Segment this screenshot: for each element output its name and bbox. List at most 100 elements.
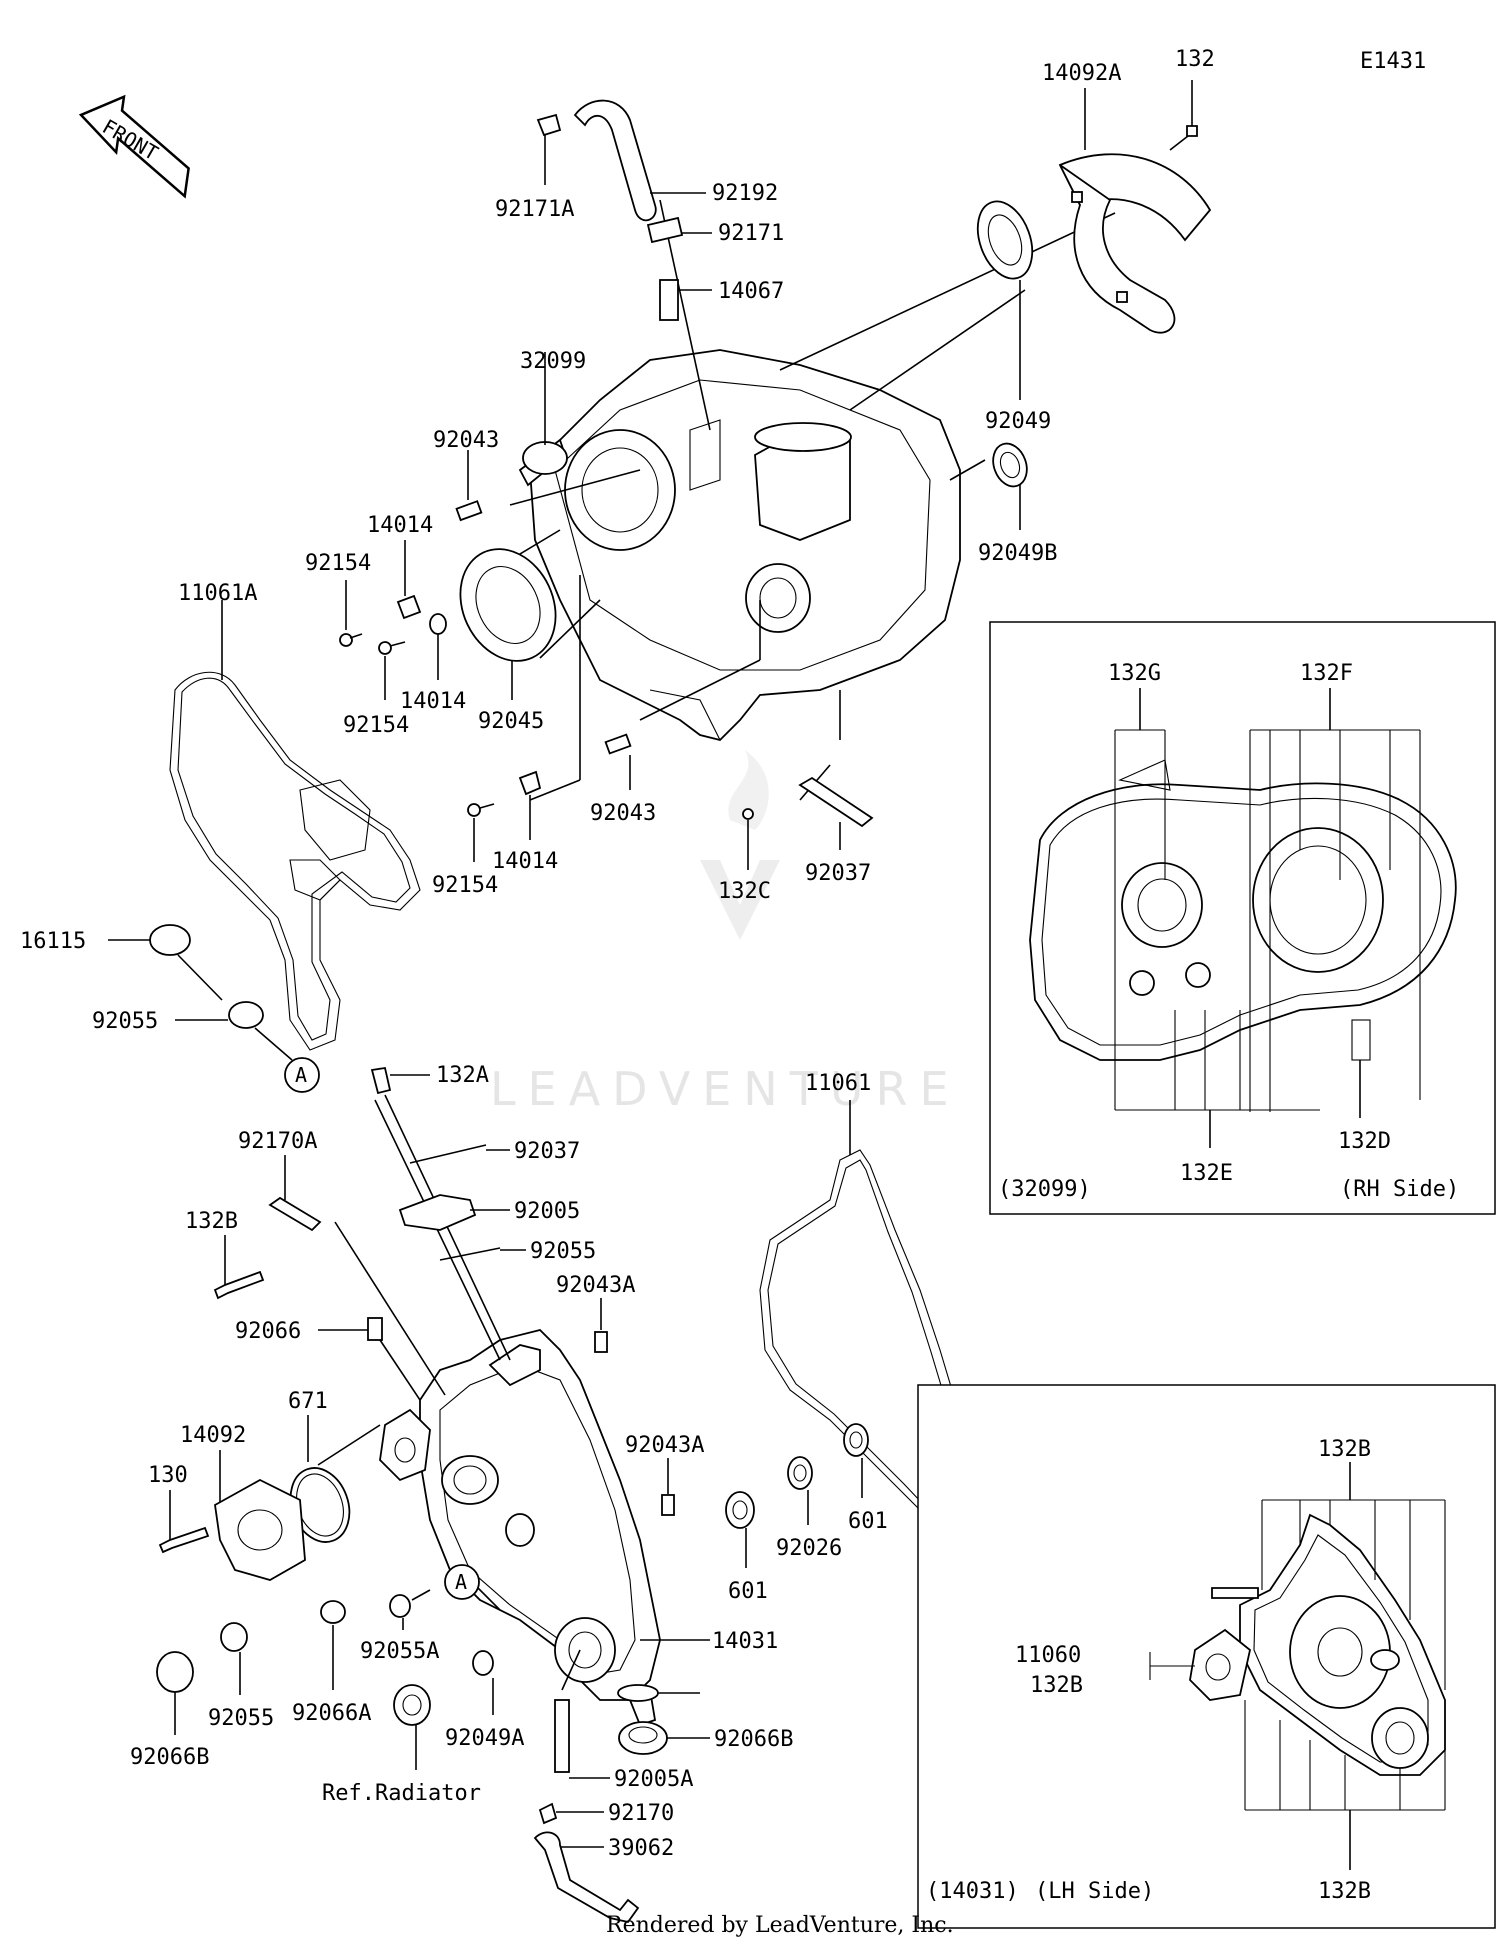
fitting-ref-radiator [393,1684,431,1770]
bearing-92045 [459,548,557,700]
label-92170: 92170 [608,1801,674,1826]
label-14014-b: 14014 [400,689,466,714]
bearing-601-b [843,1423,869,1498]
label-92154-a: 92154 [305,551,371,576]
inset-rh-ref: (32099) [998,1177,1091,1202]
guard-plate-14092A [1058,88,1212,334]
front-arrow-icon: FRONT [78,94,190,199]
watermark-logo: LEADVENTURE [490,750,961,1116]
label-92049B: 92049B [978,541,1057,566]
label-92037-mid: 92037 [514,1139,580,1164]
plug-92066A [320,1600,346,1690]
label-132A: 132A [436,1063,489,1088]
label-39062: 39062 [608,1836,674,1861]
cap-14092 [214,1450,306,1581]
bolt-132 [1169,80,1198,151]
label-11061: 11061 [805,1071,871,1096]
label-92066B-left: 92066B [130,1745,209,1770]
bushing-92026 [787,1456,813,1525]
breather-hose-92192 [536,99,712,321]
label-92049A: 92049A [445,1726,524,1751]
inset-rh-side [989,621,1496,1215]
cap-92066B-right [618,1721,710,1755]
label-130: 130 [148,1463,188,1488]
label-92055-mid: 92055 [530,1239,596,1264]
dipstick-16115 [108,924,223,1001]
ref-circle-a-mid: A [444,1564,501,1611]
lh-crankcase-cover [379,1329,661,1727]
label-92005A: 92005A [614,1767,693,1792]
plate-92037-top [798,776,874,850]
svg-text:A: A [295,1063,307,1087]
spring-92066 [318,1317,421,1401]
ref-circle-a-top: A [284,1057,320,1093]
clamp-14014-a [396,540,422,620]
inset-lh-ref: (14031) [926,1879,1019,1904]
label-92043-top: 92043 [433,428,499,453]
label-601-a: 601 [728,1579,768,1604]
inset-rh-label-132F: 132F [1300,661,1353,686]
bolt-92154-b [378,641,406,700]
label-92055-top: 92055 [92,1009,158,1034]
seal-92049A [472,1650,494,1715]
oring-14031-92055 [617,1684,700,1702]
label-92045: 92045 [478,709,544,734]
label-132: 132 [1175,47,1215,72]
oring-92055-top [175,1001,293,1061]
label-14092A: 14092A [1042,61,1121,86]
plate-92037-mid [409,1144,510,1164]
inset-lh-label-132B-bot: 132B [1318,1879,1371,1904]
oil-seal-92049B [992,442,1028,530]
hose-39062 [533,1831,640,1924]
inset-rh-label-132D: 132D [1338,1129,1391,1154]
label-92005: 92005 [514,1199,580,1224]
shaft-92005A [554,1649,610,1779]
rh-crankcase-cover [518,349,961,741]
label-92170A: 92170A [238,1129,317,1154]
label-14092: 14092 [180,1423,246,1448]
inset-lh-label-11060: 11060 [1015,1643,1081,1668]
label-92066A: 92066A [292,1701,371,1726]
oring-92055A [389,1589,431,1630]
dowel-92043-top [455,450,483,522]
label-92055A: 92055A [360,1639,439,1664]
inset-rh-side: (RH Side) [1340,1177,1459,1202]
label-92066B-right: 92066B [714,1727,793,1752]
label-11061A: 11061A [178,581,257,606]
label-671: 671 [288,1389,328,1414]
label-92026: 92026 [776,1536,842,1561]
label-92055-low: 92055 [208,1706,274,1731]
bolt-92154-c [467,803,495,862]
label-92043A-a: 92043A [556,1273,635,1298]
bolt-130 [158,1490,210,1554]
label-16115: 16115 [20,929,86,954]
bolt-132B [213,1235,265,1300]
label-92049: 92049 [985,409,1051,434]
bolt-92154-a [339,580,363,647]
inset-rh-label-132E: 132E [1180,1161,1233,1186]
watermark-text: LEADVENTURE [490,1062,961,1116]
label-92043-mid: 92043 [590,801,656,826]
footer-credit: Rendered by LeadVenture, Inc. [606,1913,954,1938]
oring-92055-low [220,1622,248,1695]
label-601-b: 601 [848,1509,888,1534]
inset-lh-label-132B-mid: 132B [1030,1673,1083,1698]
label-92171: 92171 [718,221,784,246]
leader-lines-top [459,199,1116,801]
inset-lh-label-132B-top: 132B [1318,1437,1371,1462]
inset-lh-side [917,1384,1496,1929]
dowel-92043-mid [604,733,632,790]
label-92192: 92192 [712,181,778,206]
inset-rh-label-132G: 132G [1108,661,1161,686]
clamp-14014-c [518,770,542,840]
shaft-92005 [398,1194,510,1231]
label-92154-b: 92154 [343,713,409,738]
label-92043A-b: 92043A [625,1433,704,1458]
pin-92170A [268,1155,446,1396]
washer-14014-b [429,613,447,680]
label-14014-a: 14014 [367,513,433,538]
label-14014-c: 14014 [492,849,558,874]
label-92154-c: 92154 [432,873,498,898]
label-92171A: 92171A [495,197,574,222]
